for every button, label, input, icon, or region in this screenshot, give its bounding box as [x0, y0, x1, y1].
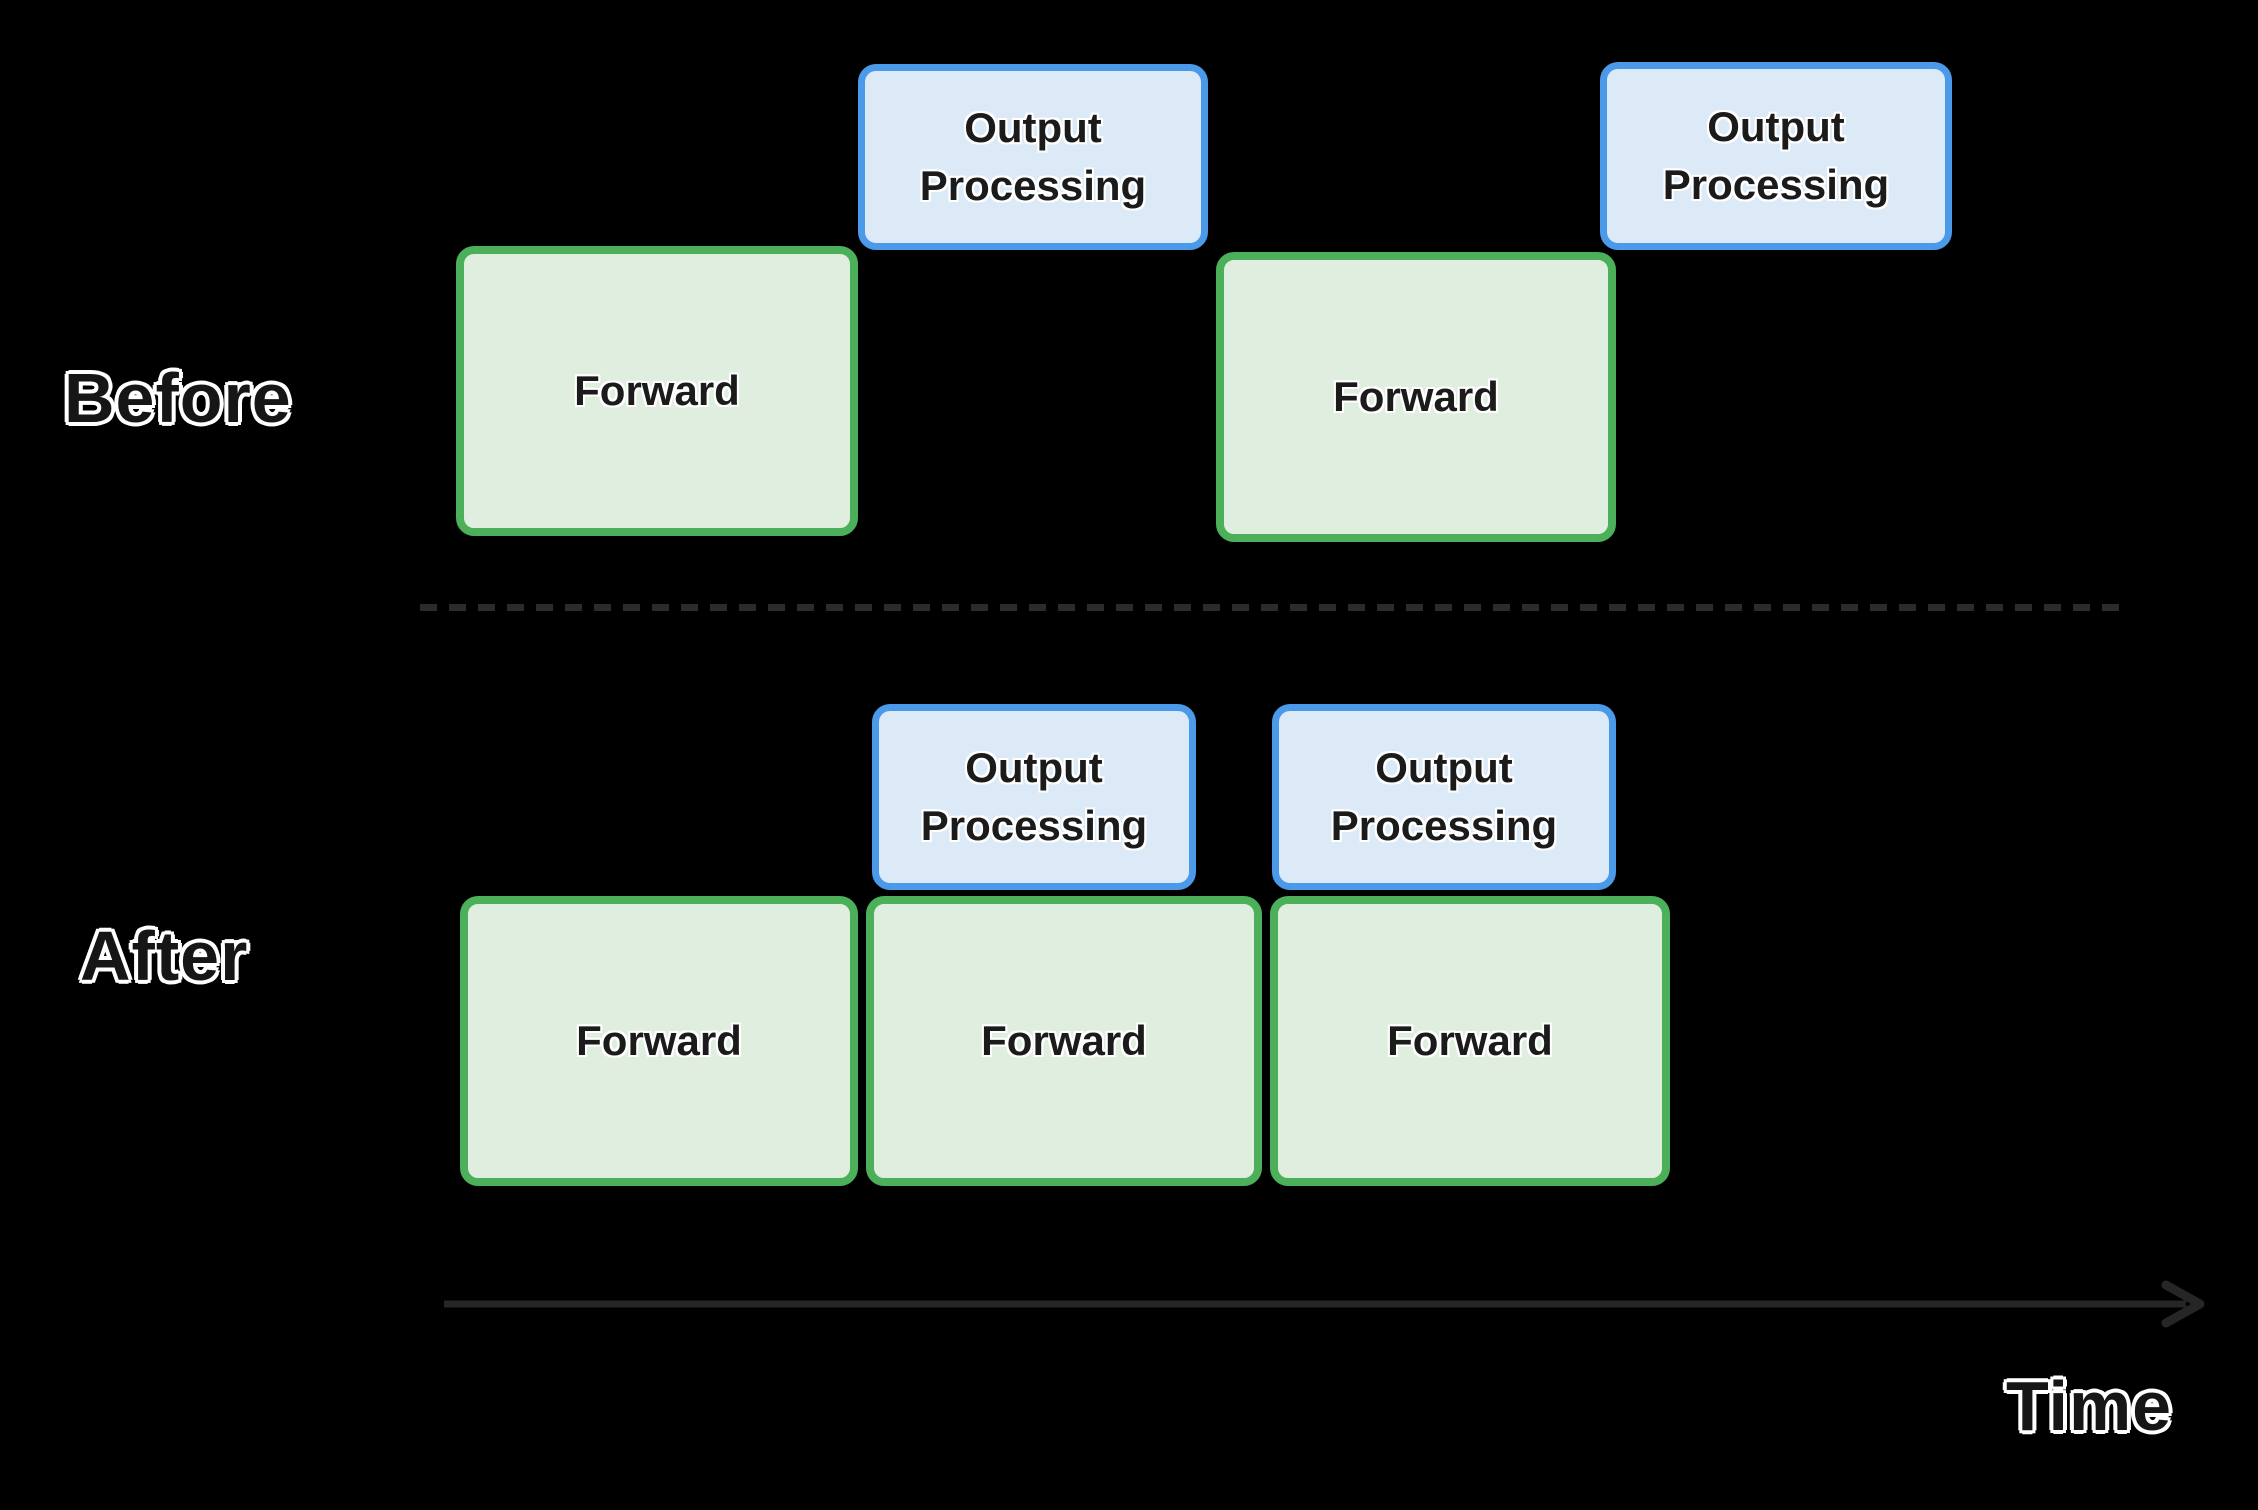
time-axis-arrow-icon	[444, 1280, 2205, 1328]
after-forward-box-3: Forward	[1270, 896, 1670, 1186]
after-output-processing-box-1: Output Processing	[872, 704, 1196, 890]
after-section-label: After	[80, 917, 249, 995]
before-section-label: Before	[64, 359, 292, 437]
after-output-processing-box-2: Output Processing	[1272, 704, 1616, 890]
before-forward-box-1: Forward	[456, 246, 858, 536]
after-forward-box-2: Forward	[866, 896, 1262, 1186]
before-forward-box-2: Forward	[1216, 252, 1616, 542]
time-axis-label: Time	[2006, 1367, 2173, 1445]
after-forward-box-1: Forward	[460, 896, 858, 1186]
before-output-processing-box-1: Output Processing	[858, 64, 1208, 250]
dashed-divider	[420, 604, 2126, 611]
before-output-processing-box-2: Output Processing	[1600, 62, 1952, 250]
